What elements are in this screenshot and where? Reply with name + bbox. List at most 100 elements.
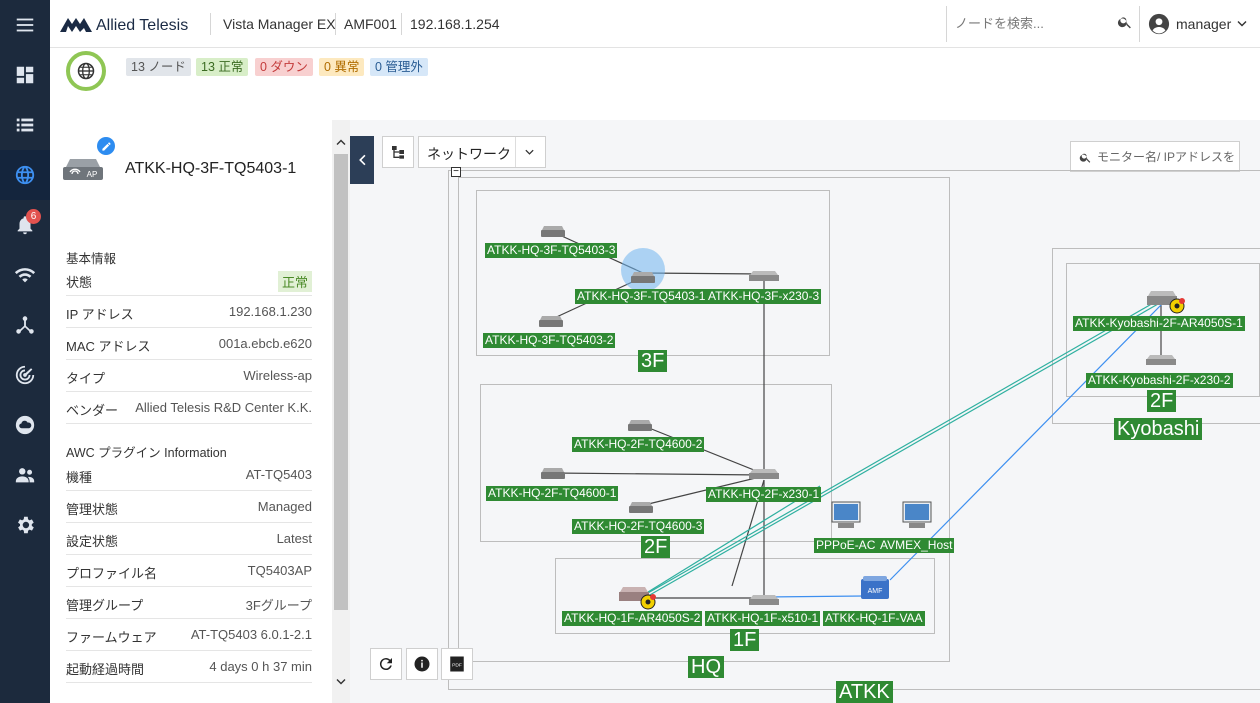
monitor-search[interactable]	[1070, 141, 1240, 172]
detail-value: Wireless-ap	[243, 368, 312, 383]
detail-value: 4 days 0 h 37 min	[209, 659, 312, 674]
nav-topology[interactable]	[0, 300, 50, 350]
nav-users[interactable]	[0, 450, 50, 500]
node-label[interactable]: ATKK-Kyobashi-2F-x230-2	[1086, 373, 1233, 388]
radar-icon	[15, 365, 35, 385]
detail-key: ベンダー	[66, 403, 119, 418]
nav-monitor[interactable]	[0, 350, 50, 400]
node-label[interactable]: ATKK-HQ-2F-TQ4600-2	[572, 437, 705, 452]
node-label[interactable]: ATKK-HQ-1F-VAA	[823, 611, 925, 626]
collapse-panel-button[interactable]	[350, 136, 374, 184]
unmanaged-count-badge[interactable]: 0 管理外	[370, 58, 428, 76]
node-label[interactable]: AVMEX_Host	[878, 538, 955, 553]
group-label-hq-3f: 3F	[638, 350, 668, 372]
access-point-icon[interactable]	[630, 270, 656, 284]
node-label[interactable]: ATKK-HQ-1F-x510-1	[705, 611, 821, 626]
warning-status-icon[interactable]	[640, 594, 656, 610]
vaa-server-icon[interactable]: AMF	[860, 575, 890, 601]
refresh-button[interactable]	[370, 648, 402, 680]
link	[639, 475, 765, 507]
chevron-down-icon[interactable]	[1236, 18, 1248, 30]
detail-key: 管理状態	[66, 502, 119, 517]
nav-dashboard[interactable]	[0, 50, 50, 100]
view-mode-select[interactable]: ネットワーク	[418, 136, 546, 168]
wifi-icon	[14, 268, 36, 283]
node-label[interactable]: ATKK-HQ-2F-x230-1	[706, 487, 822, 502]
info-button[interactable]	[406, 648, 438, 680]
access-point-icon[interactable]	[627, 418, 653, 432]
router-icon[interactable]	[1146, 290, 1178, 306]
nav-cloud[interactable]	[0, 400, 50, 450]
refresh-icon	[379, 658, 392, 671]
switch-icon[interactable]	[748, 594, 780, 606]
search-icon[interactable]	[1117, 14, 1133, 30]
user-avatar-icon[interactable]	[1148, 13, 1170, 35]
group-label-hq: HQ	[688, 656, 724, 678]
node-label[interactable]: ATKK-HQ-3F-x230-3	[706, 289, 822, 304]
detail-row-ip: IP アドレス 192.168.1.230	[66, 296, 312, 328]
nav-settings[interactable]	[0, 500, 50, 550]
divider	[401, 13, 402, 35]
vaa-link	[763, 595, 865, 598]
scrollbar-thumb[interactable]	[334, 154, 348, 610]
monitor-icon[interactable]	[901, 500, 933, 530]
collapse-group-toggle[interactable]: −	[451, 167, 461, 177]
monitor-search-input[interactable]	[1097, 148, 1237, 166]
detail-row-mac: MAC アドレス 001a.ebcb.e620	[66, 328, 312, 360]
warning-status-icon[interactable]	[1169, 298, 1185, 314]
layout-tree-button[interactable]	[382, 136, 414, 168]
detail-value: AT-TQ5403	[245, 467, 312, 482]
access-point-icon[interactable]	[540, 224, 566, 238]
detail-value: 192.168.1.230	[228, 304, 312, 319]
nav-notifications[interactable]: 6	[0, 200, 50, 250]
node-search-input[interactable]	[955, 13, 1125, 33]
tunnel-link	[647, 301, 1156, 594]
monitor-icon[interactable]	[830, 500, 862, 530]
switch-icon[interactable]	[748, 468, 780, 480]
chevron-down-icon	[525, 149, 534, 155]
detail-key: タイプ	[66, 371, 106, 386]
node-label[interactable]: ATKK-HQ-3F-TQ5403-1	[575, 289, 706, 304]
divider	[1139, 6, 1140, 42]
chevron-down-icon[interactable]	[335, 676, 347, 688]
detail-row-firmware: ファームウェア AT-TQ5403 6.0.1-2.1	[66, 619, 312, 651]
detail-scrollbar[interactable]	[332, 120, 350, 703]
node-label[interactable]: PPPoE-AC	[814, 538, 878, 553]
access-point-icon[interactable]	[538, 314, 564, 328]
nav-wireless[interactable]	[0, 250, 50, 300]
access-point-icon[interactable]	[628, 500, 654, 514]
node-label[interactable]: ATKK-HQ-3F-TQ5403-3	[485, 243, 618, 258]
detail-key: 設定状態	[66, 534, 119, 549]
node-label[interactable]: ATKK-HQ-2F-TQ4600-1	[486, 486, 619, 501]
switch-icon[interactable]	[1145, 354, 1177, 366]
awc-info-heading: AWC プラグイン Information	[66, 446, 227, 460]
nav-list[interactable]	[0, 100, 50, 150]
chevron-up-icon[interactable]	[335, 136, 347, 148]
divider	[335, 13, 336, 35]
switch-icon[interactable]	[748, 270, 780, 282]
network-map[interactable]: ネットワーク −	[350, 120, 1260, 703]
down-count-badge[interactable]: 0 ダウン	[255, 58, 313, 76]
node-count-badge[interactable]: 13 ノード	[126, 58, 191, 76]
nav-network-map[interactable]	[0, 150, 50, 200]
node-label[interactable]: ATKK-HQ-3F-TQ5403-2	[483, 333, 616, 348]
dashboard-icon	[16, 66, 34, 84]
divider	[946, 6, 947, 42]
hierarchy-icon	[392, 146, 404, 159]
user-name[interactable]: manager	[1176, 16, 1232, 32]
group-label-kyobashi: Kyobashi	[1114, 418, 1203, 440]
detail-key: プロファイル名	[66, 566, 158, 581]
detail-value: 3Fグループ	[245, 598, 312, 613]
abnormal-count-badge[interactable]: 0 異常	[319, 58, 365, 76]
export-pdf-button[interactable]: PDF	[441, 648, 473, 680]
detail-value: TQ5403AP	[247, 563, 312, 578]
menu-button[interactable]	[0, 0, 50, 50]
detail-key: ファームウェア	[66, 630, 157, 645]
access-point-icon[interactable]	[540, 466, 566, 480]
normal-count-badge[interactable]: 13 正常	[196, 58, 249, 76]
node-label[interactable]: ATKK-Kyobashi-2F-AR4050S-1	[1073, 316, 1245, 331]
node-label[interactable]: ATKK-HQ-2F-TQ4600-3	[572, 519, 705, 534]
node-label[interactable]: ATKK-HQ-1F-AR4050S-2	[562, 611, 703, 626]
edit-button[interactable]	[97, 137, 115, 155]
router-icon[interactable]	[618, 586, 650, 602]
